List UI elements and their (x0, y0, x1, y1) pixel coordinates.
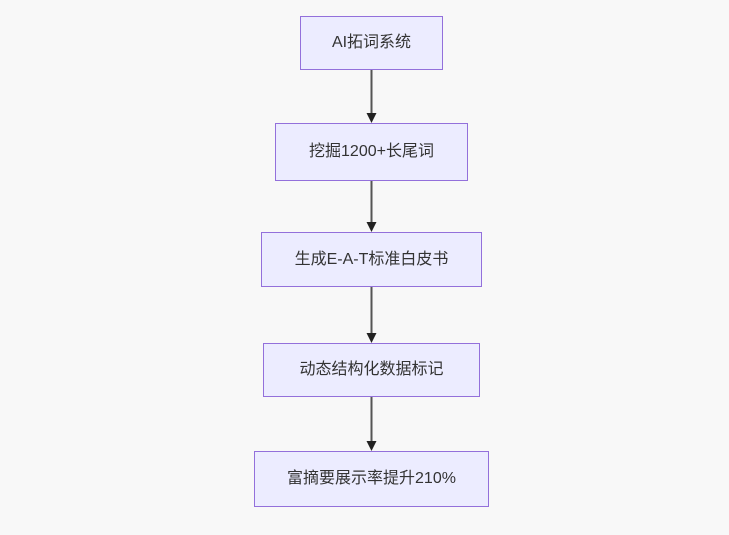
flow-node-3-label: 生成E-A-T标准白皮书 (294, 250, 449, 268)
flow-node-3: 生成E-A-T标准白皮书 (261, 232, 482, 287)
flow-node-5: 富摘要展示率提升210% (254, 451, 489, 507)
flow-arrow-4 (366, 397, 377, 451)
flow-arrow-3 (366, 287, 377, 343)
flow-node-4: 动态结构化数据标记 (263, 343, 480, 397)
flow-node-2: 挖掘1200+长尾词 (275, 123, 468, 181)
flow-node-5-label: 富摘要展示率提升210% (287, 470, 456, 488)
flow-node-2-label: 挖掘1200+长尾词 (309, 143, 434, 161)
flow-arrow-1 (366, 70, 377, 123)
flow-arrow-2 (366, 181, 377, 232)
flow-node-1-label: AI拓词系统 (331, 34, 412, 52)
flow-node-4-label: 动态结构化数据标记 (299, 361, 444, 379)
flow-node-1: AI拓词系统 (300, 16, 443, 70)
